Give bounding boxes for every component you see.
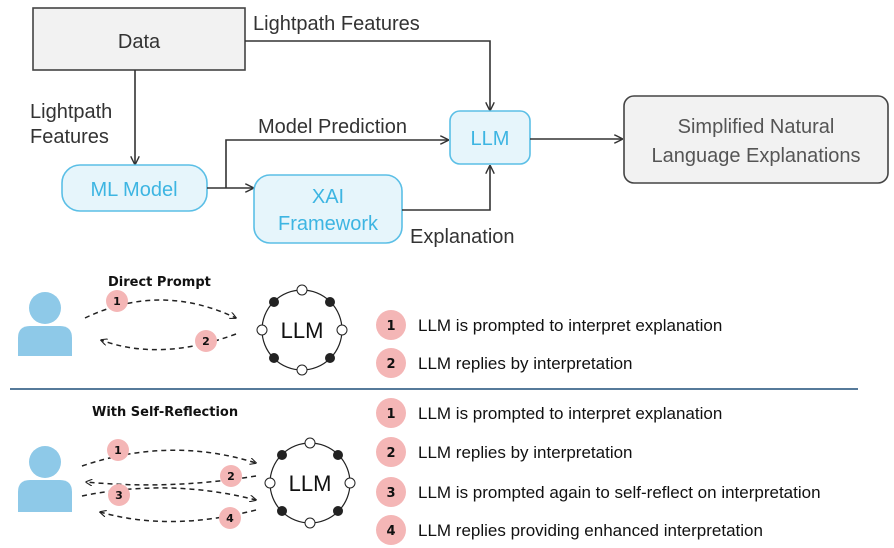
direct-llm-label: LLM [281,318,324,343]
llm-box [449,110,531,165]
reflection-step-3-text: LLM is prompted again to self-reflect on… [418,483,821,502]
reflection-arrow-badge-4-num: 4 [226,512,234,525]
output-label-2: Language Explanations [651,145,860,167]
reflection-prompt-arrow-1 [81,449,256,467]
llm-box-label: LLM [471,128,510,150]
direct-prompt-arrow [84,299,236,318]
direct-reply-arrow [101,333,237,351]
reflection-step-2-num: 2 [386,446,395,461]
reflection-step-3-num: 3 [386,486,395,501]
arrow-data-to-llm [245,40,490,110]
reflection-arrow-badge-2 [220,465,242,487]
reflection-arrow-badge-2-num: 2 [227,470,235,483]
xai-label-1: XAI [312,186,344,208]
direct-step-1-num: 1 [386,319,395,334]
lightpath-features-top-label: Lightpath Features [253,13,420,35]
reflection-step-4-num: 4 [386,524,395,539]
reflection-step-4-text: LLM replies providing enhanced interpret… [418,521,763,540]
lightpath-features-left-label-1: Lightpath [30,101,112,123]
data-box [32,7,246,71]
reflection-step-1-badge [376,398,406,428]
reflection-llm-ring [264,437,356,529]
direct-arrow-badge-1-num: 1 [113,295,121,308]
user-icon [18,292,72,356]
reflection-arrow-badge-4 [219,507,241,529]
reflection-arrow-badge-1-num: 1 [114,444,122,457]
reflection-step-2-text: LLM replies by interpretation [418,443,633,462]
direct-step-2-num: 2 [386,357,395,372]
xai-framework-box [253,174,403,244]
user-icon-reflection [18,446,72,512]
direct-arrow-badge-2 [195,330,217,352]
direct-step-2-badge [376,348,406,378]
arrow-ml-to-llm [225,140,448,188]
direct-step-2-text: LLM replies by interpretation [418,354,633,373]
reflection-llm-label: LLM [289,471,332,496]
lightpath-features-left-label-2: Features [30,126,109,148]
reflection-arrow-badge-3-num: 3 [115,489,123,502]
output-box [623,95,889,184]
direct-step-1-badge [376,310,406,340]
xai-label-2: Framework [278,213,379,235]
self-reflection-title: With Self-Reflection [92,405,238,420]
output-label-1: Simplified Natural [678,116,835,138]
direct-arrow-badge-1 [106,290,128,312]
reflection-step-1-num: 1 [386,407,395,422]
arrow-xai-to-llm [402,166,490,211]
direct-prompt-title: Direct Prompt [108,275,211,290]
explanation-label: Explanation [410,226,515,248]
reflection-arrow-badge-3 [108,484,130,506]
direct-arrow-badge-2-num: 2 [202,335,210,348]
reflection-arrow-badge-1 [107,439,129,461]
data-box-label: Data [118,31,161,53]
direct-llm-ring [256,284,348,376]
model-prediction-label: Model Prediction [258,116,407,138]
direct-step-1-text: LLM is prompted to interpret explanation [418,316,722,335]
reflection-prompt-arrow-3 [81,487,256,500]
reflection-step-1-text: LLM is prompted to interpret explanation [418,404,722,423]
ml-model-label: ML Model [90,179,177,201]
reflection-step-2-badge [376,437,406,467]
reflection-step-3-badge [376,477,406,507]
reflection-step-4-badge [376,515,406,545]
